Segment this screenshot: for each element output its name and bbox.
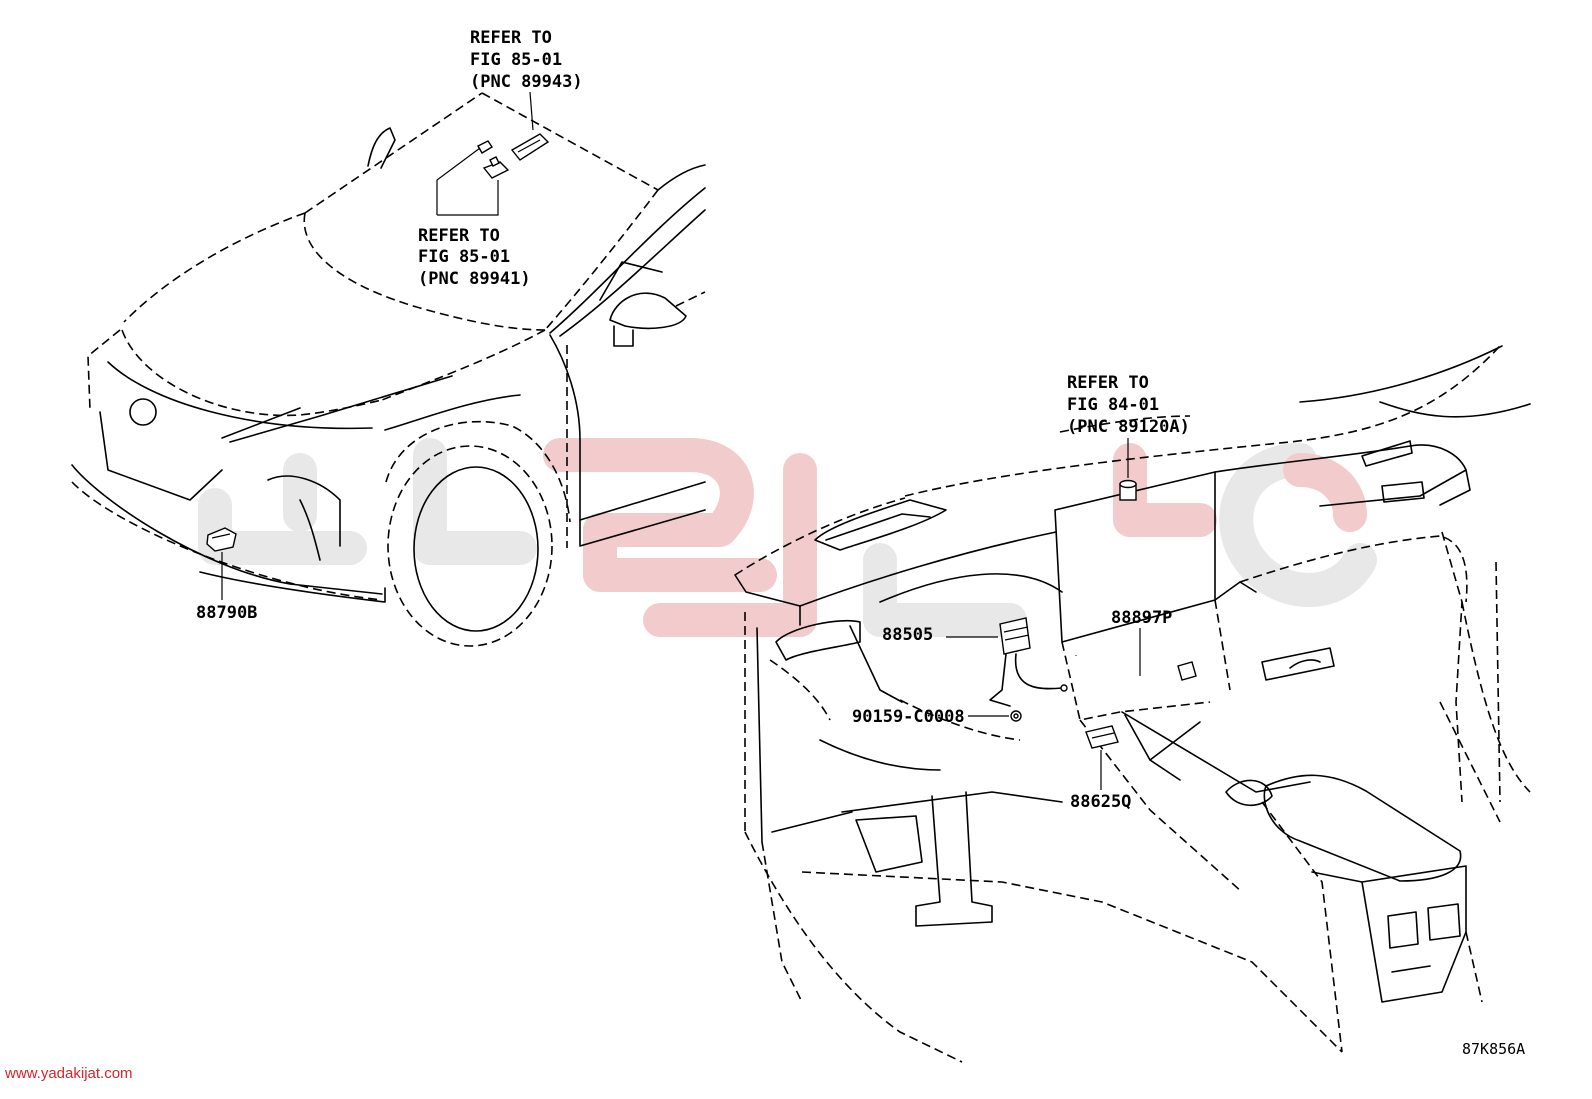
callout-refer-89120A: REFER TO FIG 84-01 (PNC 89120A) [1067,373,1190,437]
callout-refer-89943: REFER TO FIG 85-01 (PNC 89943) [470,28,583,92]
callout-line: FIG 85-01 [470,50,562,70]
callout-line: REFER TO [470,28,552,48]
callout-line: (PNC 89943) [470,72,583,92]
part-number-88897P: 88897P [1111,608,1172,628]
windshield-sensor-parts [477,133,550,179]
part-number-88790B: 88790B [196,603,257,623]
sensor-module-part [1085,725,1119,749]
part-number-88625Q: 88625Q [1070,792,1131,812]
sensor-bracket-part [989,617,1068,707]
callout-refer-89941: REFER TO FIG 85-01 (PNC 89941) [418,226,531,289]
leader-lines-right [946,438,1141,790]
callout-line: FIG 84-01 [1067,395,1159,415]
vehicle-front-drawing [71,92,706,647]
part-number-88505: 88505 [882,625,933,645]
callout-line: (PNC 89941) [418,269,531,289]
watermark-url: www.yadakijat.com [4,1065,133,1082]
front-sensor-part [206,527,237,552]
callout-line: REFER TO [418,226,500,246]
dashboard-interior-drawing [734,345,1531,1063]
solar-sensor-part [1119,479,1137,501]
callout-line: REFER TO [1067,373,1149,393]
part-number-90159-C0008: 90159-C0008 [852,707,965,727]
aspirator-hose-part [1074,655,1197,697]
bolt-part [1010,710,1022,722]
callout-line: FIG 85-01 [418,247,510,267]
leader-lines-left [221,91,534,600]
figure-code: 87K856A [1462,1040,1525,1058]
callout-line: (PNC 89120A) [1067,417,1190,437]
